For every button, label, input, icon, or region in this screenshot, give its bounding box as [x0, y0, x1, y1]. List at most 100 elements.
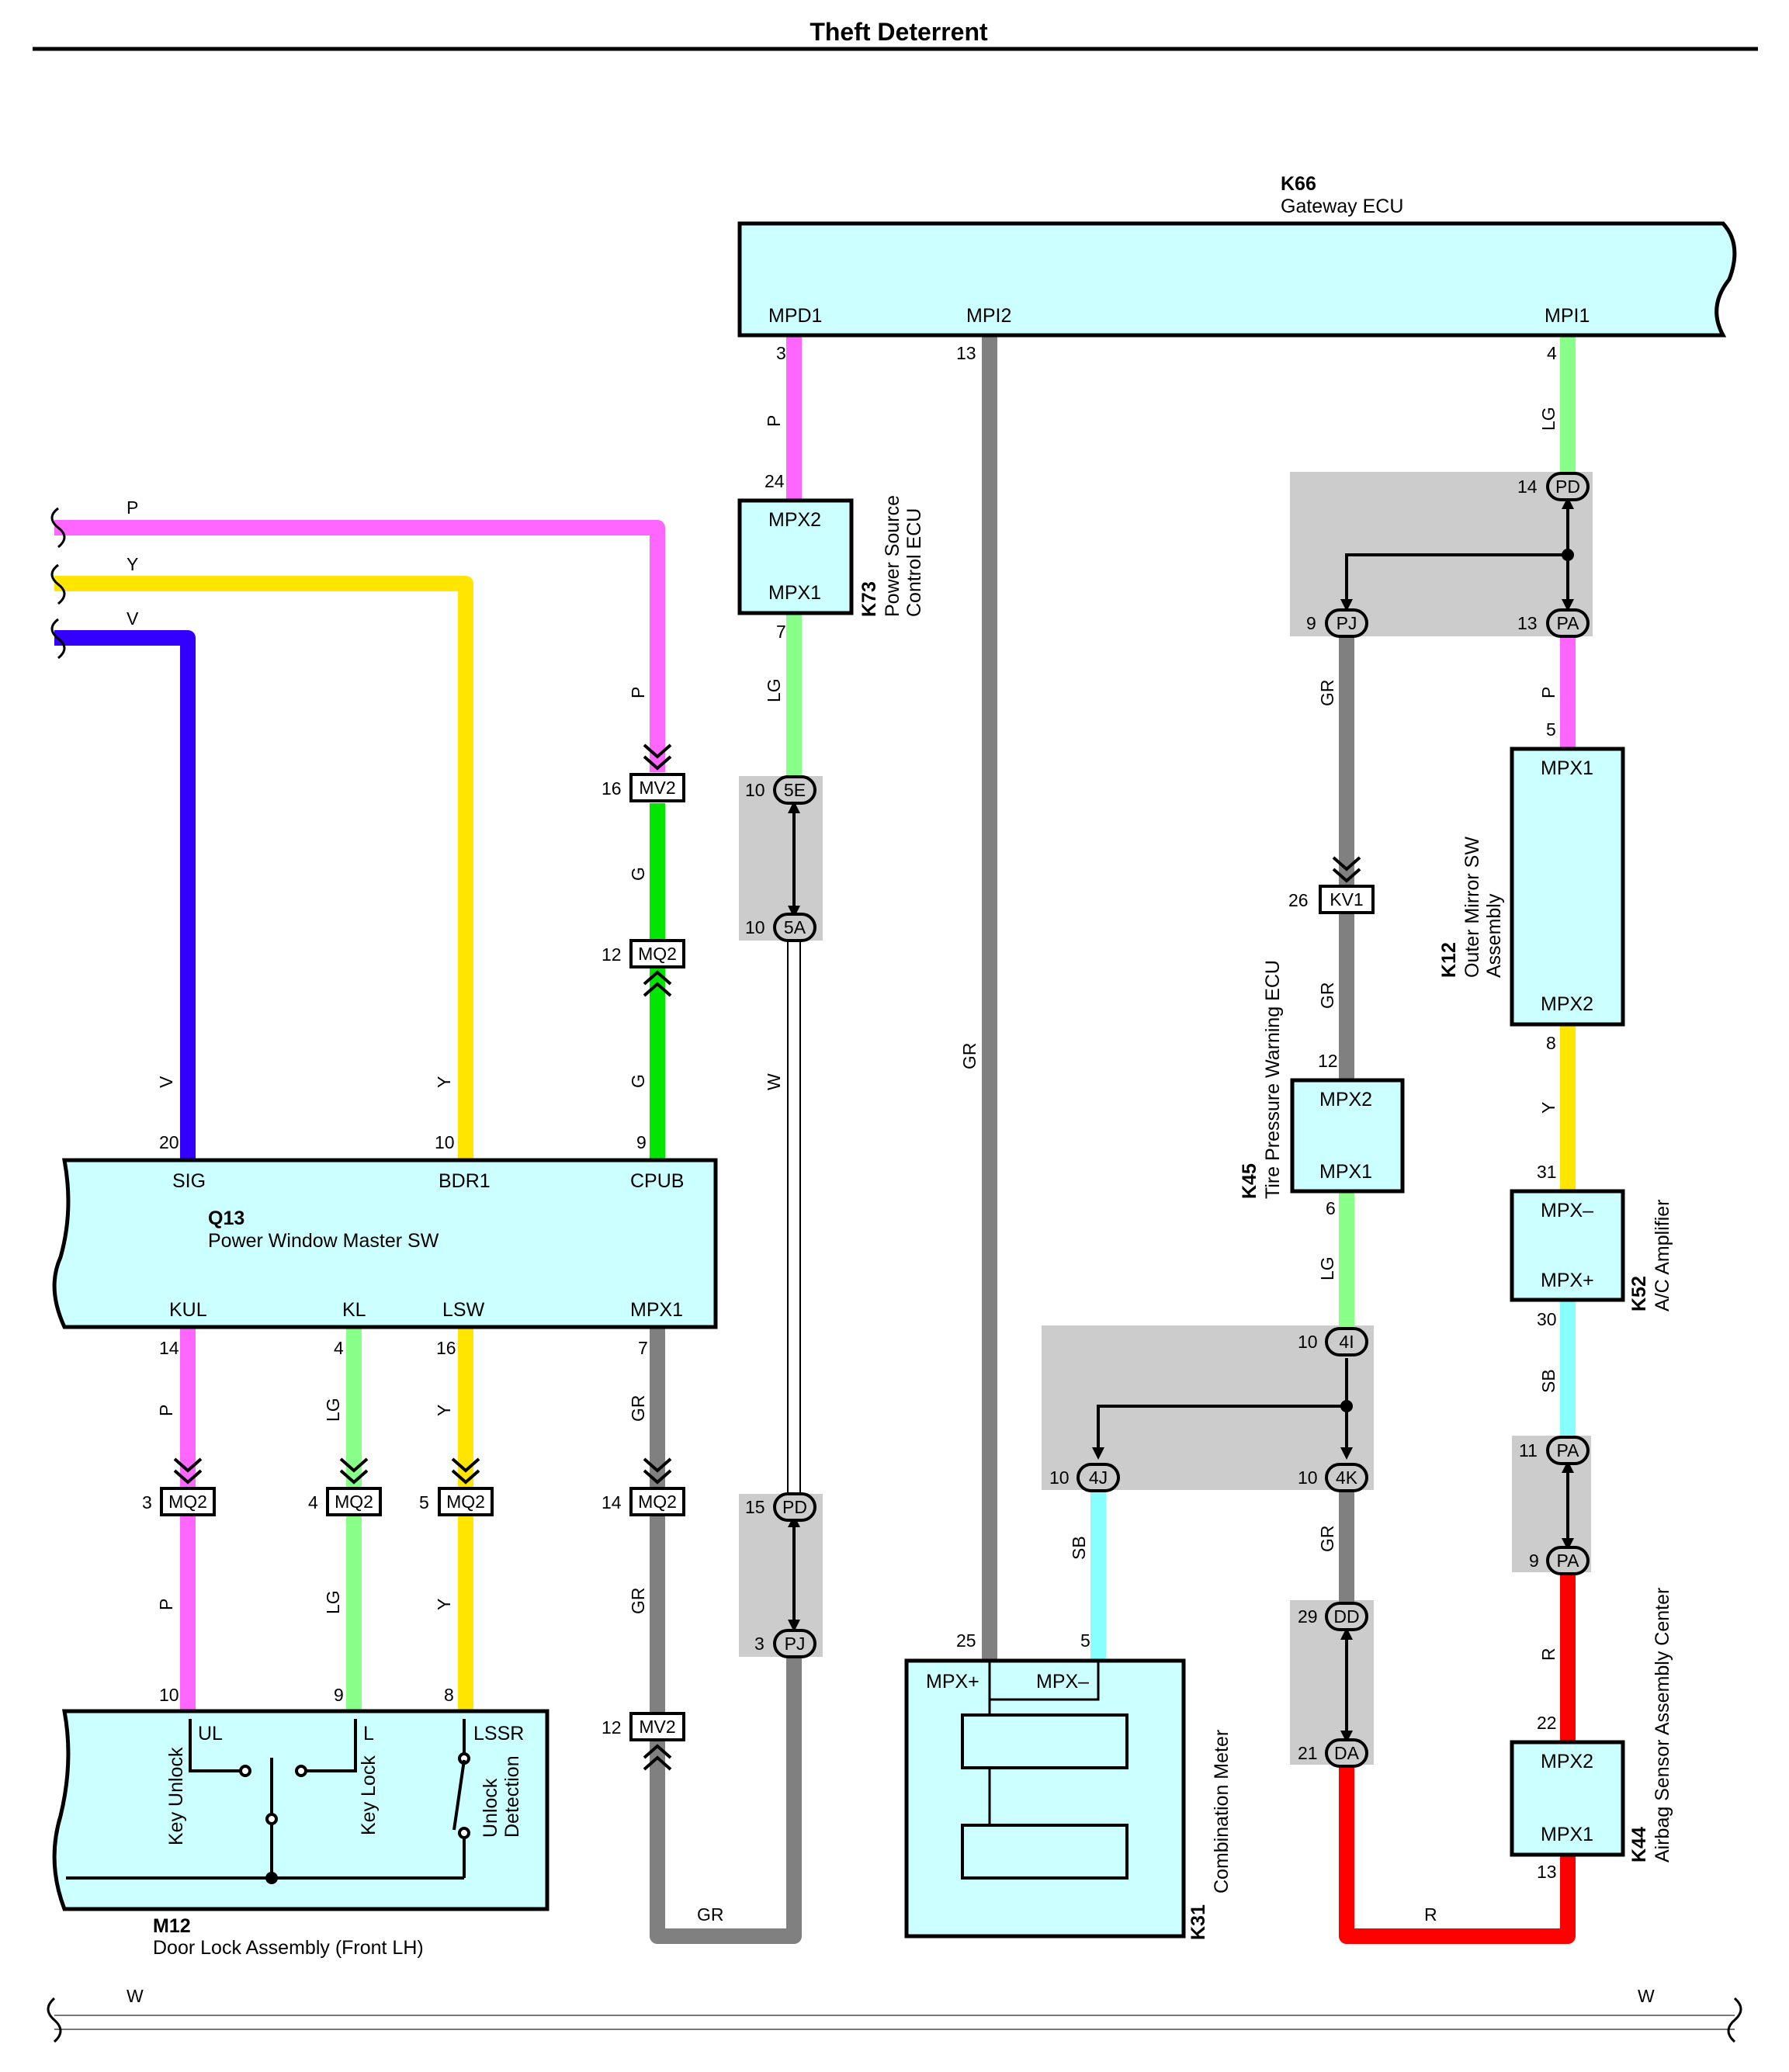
jpd-right-label: PD — [1555, 476, 1580, 497]
label-gr-pj: GR — [1317, 680, 1337, 707]
label-gr-bottom: GR — [697, 1904, 724, 1925]
m12-door-lock-assembly: UL L LSSR Key Unlock Key Lock Unlock — [52, 1709, 550, 1959]
jpj-right-label: PJ — [1337, 613, 1357, 633]
label-gr-kv1: GR — [1317, 982, 1337, 1010]
q13-pin-kul: KUL — [169, 1299, 207, 1321]
m12-pin-lssr: LSSR — [473, 1723, 524, 1745]
junction-pd-left: PD — [773, 1492, 816, 1522]
k12-code: K12 — [1438, 942, 1460, 978]
pin-k12-top: 5 — [1546, 719, 1556, 740]
pin-cpub: 9 — [636, 1132, 647, 1152]
junction-pa-right: PA — [1546, 608, 1590, 638]
page-title: Theft Deterrent — [810, 18, 988, 46]
j4i-label: 4I — [1339, 1332, 1354, 1352]
kv1-label: KV1 — [1330, 889, 1363, 910]
label-lg-mpi1: LG — [1538, 407, 1558, 431]
jpa-right-label: PA — [1557, 613, 1580, 633]
junction-connectors: 5E 5A PD PJ PD PJ PA 4I 4J 4K PA PA DD D… — [773, 472, 1590, 1768]
k66-gateway-ecu: K66 Gateway ECU MPD1 MPI2 MPI1 — [737, 173, 1737, 338]
wire-gr-mpx1 — [650, 1327, 802, 1944]
wire-v-harness — [54, 630, 196, 1160]
junction-pj-left: PJ — [773, 1629, 816, 1658]
k44-pin-top: MPX2 — [1541, 1751, 1593, 1772]
q13-name: Power Window Master SW — [208, 1230, 439, 1252]
label-p-k12: P — [1538, 687, 1558, 698]
pin-bdr1: 10 — [435, 1132, 455, 1152]
k66-pin-mpi2: MPI2 — [966, 305, 1011, 327]
pin-k31-plus: 25 — [956, 1630, 976, 1651]
j4j-label: 4J — [1089, 1467, 1108, 1488]
connector-mq2-gr: MQ2 — [629, 1457, 685, 1516]
label-sb-k52: SB — [1538, 1369, 1558, 1393]
label-lg-kl: LG — [323, 1398, 343, 1422]
pin-mv2-upper: 16 — [602, 778, 622, 799]
connector-mv2-upper: MV2 — [629, 743, 685, 802]
k45-pin-bottom: MPX1 — [1319, 1161, 1372, 1183]
pin-jpa-lower: 9 — [1529, 1551, 1539, 1571]
label-lg-m12: LG — [323, 1590, 343, 1614]
pin-numbers: 3 13 4 24 7 10 10 15 3 16 12 20 10 9 14 … — [142, 343, 1557, 1882]
k12-outer-mirror-sw-assembly: MPX1 MPX2 K12 Outer Mirror SW Assembly — [1438, 747, 1625, 1027]
q13-pin-lsw: LSW — [442, 1299, 485, 1321]
inline-connectors: MV2 MQ2 MQ2 MQ2 MQ2 MQ2 — [160, 743, 1375, 1771]
pin-j5e: 10 — [745, 780, 765, 800]
pin-jda: 21 — [1298, 1743, 1318, 1763]
pin-k12-bottom: 8 — [1546, 1033, 1556, 1053]
jpa-upper-label: PA — [1557, 1440, 1580, 1460]
k31-name: Combination Meter — [1211, 1730, 1233, 1894]
k73-name-line-2: Control ECU — [903, 508, 925, 617]
q13-pin-cpub: CPUB — [630, 1170, 684, 1192]
label-g-upper: G — [628, 867, 648, 881]
pin-k52-top: 31 — [1537, 1162, 1557, 1182]
pin-mq2-lsw: 5 — [419, 1492, 429, 1512]
k52-ac-amplifier: MPX– MPX+ K52 A/C Amplifier — [1510, 1189, 1673, 1311]
junction-pa-upper: PA — [1546, 1436, 1590, 1465]
mv2-lower-label: MV2 — [639, 1717, 675, 1737]
pin-kul: 14 — [159, 1338, 179, 1358]
label-p-mv2: P — [628, 687, 648, 698]
k31-pin-mpx-plus: MPX+ — [926, 1671, 979, 1693]
pin-mpi2: 13 — [956, 343, 976, 363]
connector-mq2-upper: MQ2 — [629, 939, 685, 997]
k73-name-line-1: Power Source — [882, 495, 903, 617]
junction-lines — [788, 497, 1574, 1743]
label-p-harness: P — [127, 497, 138, 518]
k44-code: K44 — [1628, 1827, 1650, 1862]
k12-name-line-1: Outer Mirror SW — [1461, 837, 1483, 978]
m12-label-key-unlock: Key Unlock — [165, 1747, 187, 1845]
pin-mq2-kl: 4 — [308, 1492, 318, 1512]
junction-4j: 4J — [1077, 1463, 1120, 1492]
k66-code: K66 — [1281, 173, 1316, 195]
junction-4k: 4K — [1325, 1463, 1368, 1492]
q13-code: Q13 — [208, 1208, 244, 1229]
junction-da: DA — [1325, 1738, 1368, 1768]
junction-dd: DD — [1325, 1602, 1368, 1631]
k73-power-source-control-ecu: MPX2 MPX1 K73 Power Source Control ECU — [737, 495, 925, 617]
k31-combination-meter: MPX+ MPX– K31 Combination Meter — [904, 1658, 1233, 1940]
k12-pin-bottom: MPX2 — [1541, 993, 1593, 1015]
q13-pin-sig: SIG — [172, 1170, 206, 1192]
mq2-kl-label: MQ2 — [335, 1492, 373, 1512]
pin-k73-top: 24 — [764, 471, 785, 491]
wire-r-loop — [1339, 1755, 1576, 1944]
k66-name: Gateway ECU — [1281, 196, 1403, 217]
m12-pin-l: L — [363, 1723, 374, 1745]
k45-tire-pressure-warning-ecu: MPX2 MPX1 K45 Tire Pressure Warning ECU — [1239, 960, 1405, 1199]
k45-code: K45 — [1239, 1163, 1260, 1199]
label-r-bottom: R — [1424, 1904, 1437, 1925]
pin-mq2-gr: 14 — [602, 1492, 622, 1512]
k73-pin-bottom: MPX1 — [768, 582, 821, 604]
mq2-gr-label: MQ2 — [638, 1492, 677, 1512]
wire-y-harness — [54, 576, 473, 1160]
label-p-mpd1: P — [764, 415, 784, 427]
pin-lsw: 16 — [436, 1338, 456, 1358]
pin-mq2-upper: 12 — [602, 944, 622, 965]
mq2-lsw-label: MQ2 — [446, 1492, 485, 1512]
mq2-kul-label: MQ2 — [168, 1492, 207, 1512]
q13-power-window-master-sw: SIG BDR1 CPUB Q13 Power Window Master SW… — [52, 1158, 718, 1329]
wires — [47, 335, 1742, 2043]
pin-sig: 20 — [159, 1132, 179, 1152]
label-w-bottom-left: W — [127, 1986, 144, 2006]
pin-j4i: 10 — [1298, 1332, 1318, 1352]
pin-kv1: 26 — [1288, 890, 1309, 910]
